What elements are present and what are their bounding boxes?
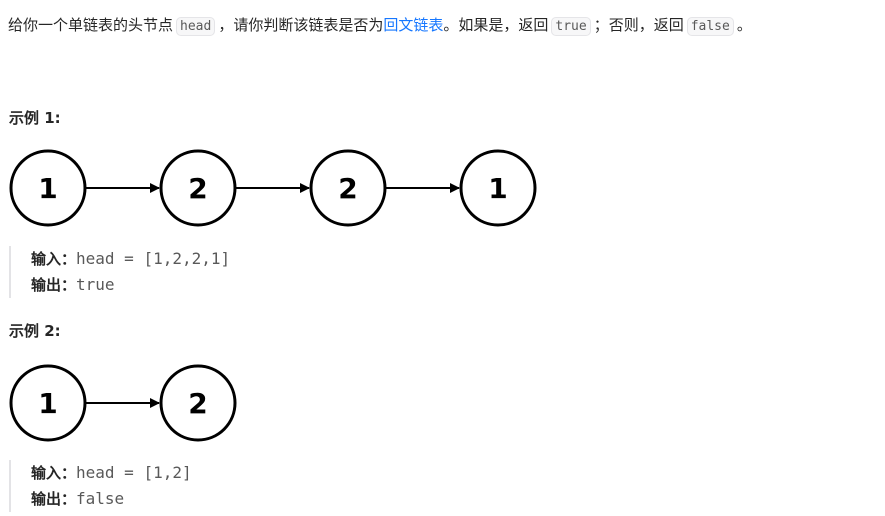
list-node-2: 2 — [159, 149, 237, 227]
example-1-linked-list-diagram: 1 2 2 1 — [9, 149, 537, 227]
example-1-title: 示例 1: — [9, 109, 61, 127]
list-node-4: 1 — [459, 149, 537, 227]
list-node-3: 2 — [309, 149, 387, 227]
description-text-3: 。如果是，返回 — [443, 16, 549, 34]
description-text-5: 。 — [736, 16, 752, 34]
example-2-linked-list-diagram: 1 2 — [9, 364, 237, 442]
output-value: true — [76, 275, 115, 294]
input-label: 输入： — [31, 250, 77, 268]
node-value: 1 — [38, 172, 57, 205]
node-value: 1 — [488, 172, 507, 205]
example-2-output-row: 输出：false — [31, 486, 192, 512]
node-value: 2 — [188, 172, 207, 205]
example-2-io: 输入：head = [1,2] 输出：false — [9, 460, 192, 512]
list-node-1: 1 — [9, 364, 87, 442]
palindrome-link[interactable]: 回文链表 — [383, 16, 444, 34]
node-value: 2 — [338, 172, 357, 205]
example-1-input-row: 输入：head = [1,2,2,1] — [31, 246, 230, 272]
description-text-1: 给你一个单链表的头节点 — [8, 16, 174, 34]
output-value: false — [76, 489, 125, 508]
example-2-title: 示例 2: — [9, 322, 61, 340]
list-node-2: 2 — [159, 364, 237, 442]
description-text-4: ；否则，返回 — [593, 16, 684, 34]
list-node-1: 1 — [9, 149, 87, 227]
output-label: 输出： — [31, 276, 77, 294]
example-1-output-row: 输出：true — [31, 272, 230, 298]
output-label: 输出： — [31, 490, 77, 508]
input-label: 输入： — [31, 464, 77, 482]
description-text-2: ，请你判断该链表是否为 — [218, 16, 384, 34]
input-value: head = [1,2] — [76, 463, 192, 482]
code-true: true — [551, 17, 591, 36]
example-2-input-row: 输入：head = [1,2] — [31, 460, 192, 486]
code-head: head — [176, 17, 216, 36]
example-1-io: 输入：head = [1,2,2,1] 输出：true — [9, 246, 230, 298]
node-value: 2 — [188, 387, 207, 420]
code-false: false — [686, 17, 734, 36]
node-value: 1 — [38, 387, 57, 420]
input-value: head = [1,2,2,1] — [76, 249, 231, 268]
